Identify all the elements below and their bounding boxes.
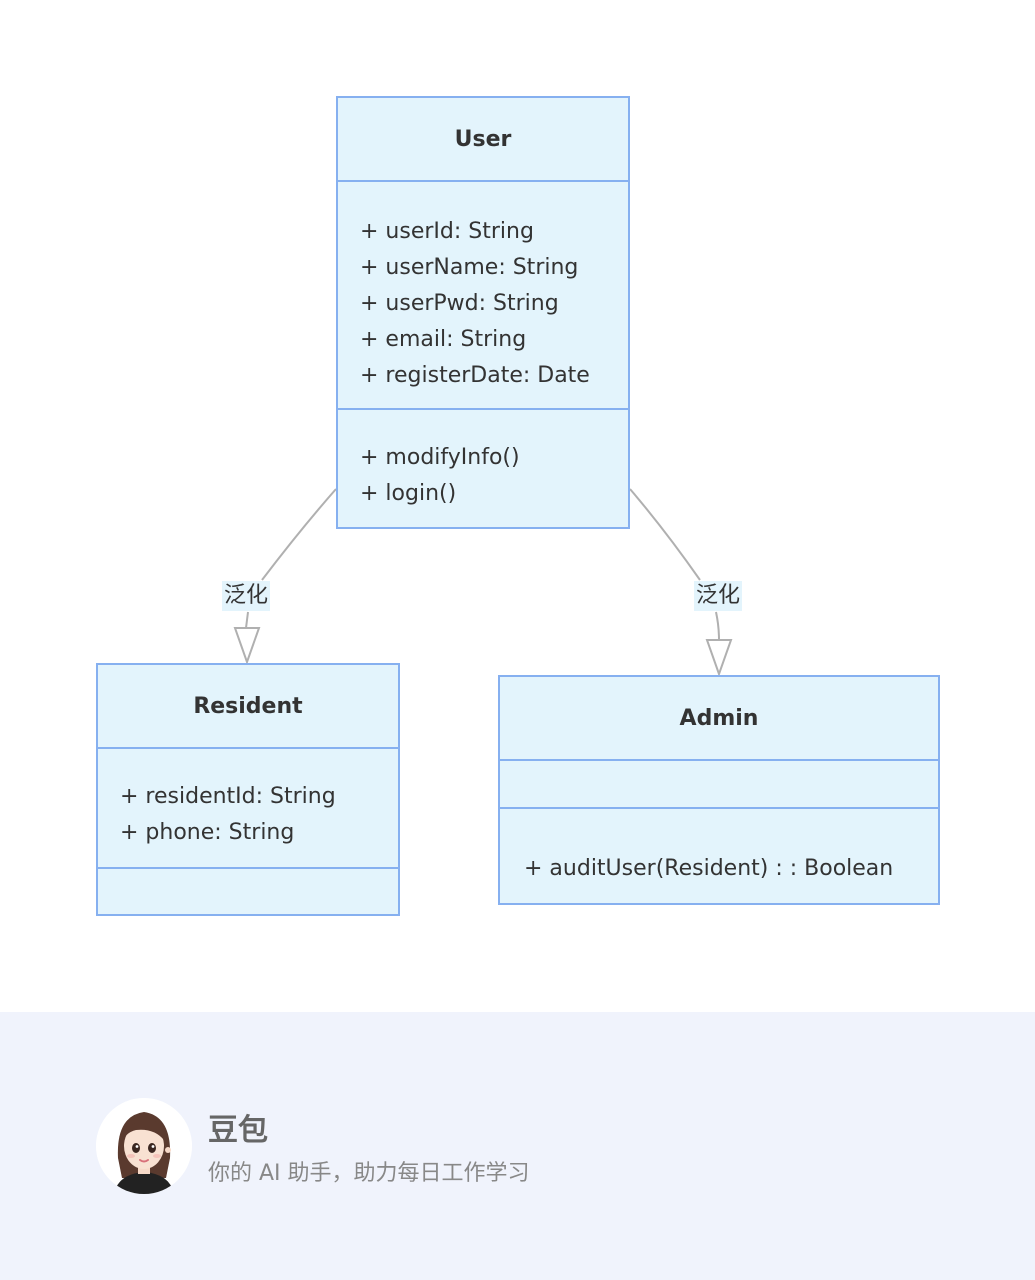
attribute: + userName: String xyxy=(360,255,579,280)
assistant-avatar-icon xyxy=(96,1098,192,1194)
edge-label-resident: 泛化 xyxy=(222,581,271,611)
class-user: User + userId: String + userName: String… xyxy=(336,96,630,529)
edge-admin-user xyxy=(629,488,701,581)
class-name: User xyxy=(338,98,628,182)
methods-section: + auditUser(Resident) : : Boolean xyxy=(500,809,938,905)
attributes-section: + userId: String + userName: String + us… xyxy=(338,182,628,410)
attribute: + phone: String xyxy=(120,820,295,845)
edge-label-admin: 泛化 xyxy=(694,581,743,611)
attribute: + residentId: String xyxy=(120,784,336,809)
edge-admin-user-lower xyxy=(715,611,720,641)
assistant-tagline: 你的 AI 助手，助力每日工作学习 xyxy=(208,1161,530,1186)
class-diagram: 泛化 泛化 User + userId: String + userName: … xyxy=(96,96,940,916)
edge-resident-user-lower xyxy=(245,611,249,629)
class-name: Resident xyxy=(98,665,398,749)
generalization-arrowhead xyxy=(705,639,733,678)
assistant-name: 豆包 xyxy=(208,1113,268,1148)
methods-section xyxy=(98,869,398,916)
class-admin: Admin + auditUser(Resident) : : Boolean xyxy=(498,675,940,905)
attributes-section xyxy=(500,761,938,809)
method: + auditUser(Resident) : : Boolean xyxy=(524,856,894,881)
attribute: + registerDate: Date xyxy=(360,363,590,388)
attributes-section: + residentId: String + phone: String xyxy=(98,749,398,869)
method: + login() xyxy=(360,481,457,506)
attribute: + userPwd: String xyxy=(360,291,559,316)
attribute: + email: String xyxy=(360,327,527,352)
generalization-arrowhead xyxy=(233,627,261,666)
methods-section: + modifyInfo() + login() xyxy=(338,410,628,529)
class-name: Admin xyxy=(500,677,938,761)
edge-resident-user xyxy=(261,488,337,581)
attribute: + userId: String xyxy=(360,219,534,244)
method: + modifyInfo() xyxy=(360,445,520,470)
edges-layer xyxy=(233,488,733,678)
class-resident: Resident + residentId: String + phone: S… xyxy=(96,663,400,916)
